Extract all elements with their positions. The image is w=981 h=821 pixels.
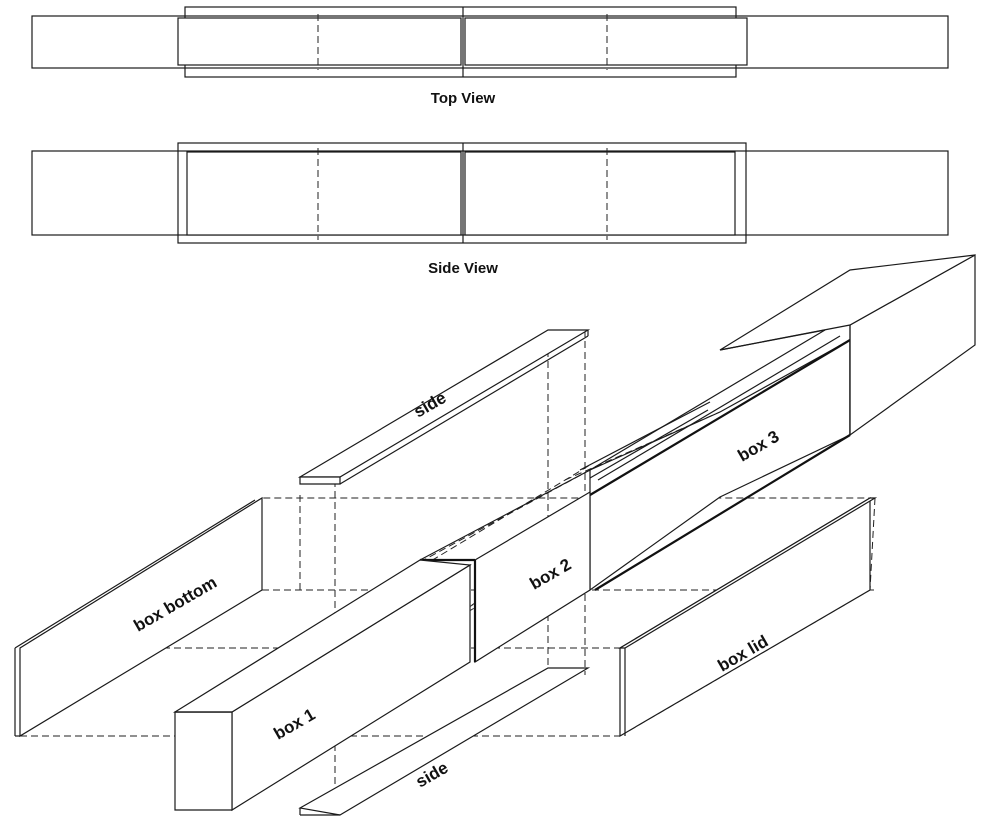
top-view-left-box: [177, 17, 462, 66]
top-view-right-box: [464, 17, 748, 66]
side-view-right-box: [464, 151, 736, 236]
box-2: box 2: [419, 469, 591, 664]
exploded-view: box 3 side box 2 box bottom: [14, 253, 976, 816]
side-panel-top: side: [297, 329, 591, 485]
side-view-sides: [177, 142, 747, 244]
side-view: Side View: [31, 142, 949, 277]
box-1: box 1: [172, 559, 472, 812]
top-view-outer-beam: [31, 15, 949, 69]
top-view-caption: Top View: [431, 90, 496, 107]
side-view-caption: Side View: [428, 260, 498, 277]
top-view: Top View: [31, 6, 949, 107]
box-3-assembly: box 3: [579, 253, 976, 592]
side-view-left-box: [186, 151, 462, 236]
